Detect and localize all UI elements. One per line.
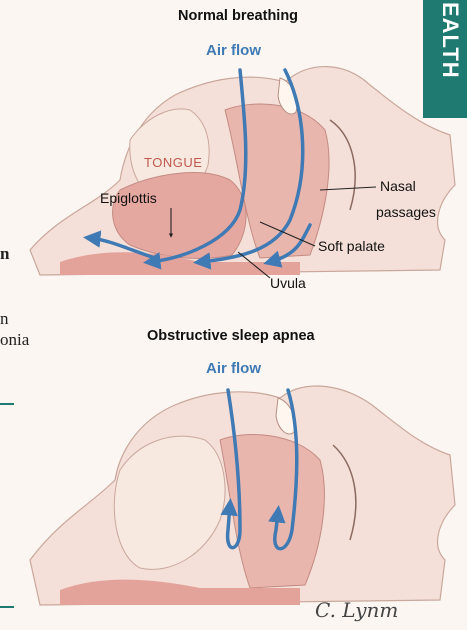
normal-breathing-heading: Normal breathing — [178, 8, 298, 24]
left-fragment-2: n — [0, 309, 9, 329]
tongue-label: TONGUE — [144, 155, 202, 170]
apnea-heading: Obstructive sleep apnea — [147, 328, 315, 344]
left-fragment-1: n — [0, 244, 9, 264]
soft-palate-label: Soft palate — [318, 238, 385, 254]
section-tab: EALTH — [423, 0, 467, 118]
normal-airflow-label: Air flow — [206, 42, 261, 59]
apnea-airflow-label: Air flow — [206, 360, 261, 377]
uvula-label: Uvula — [270, 275, 306, 291]
section-tab-text: EALTH — [427, 2, 463, 112]
left-fragment-3: onia — [0, 330, 29, 350]
apnea-head-illustration — [30, 386, 455, 605]
nasal-label-line1: Nasal — [380, 178, 416, 194]
nasal-label-line2: passages — [376, 204, 436, 220]
artist-signature: C. Lynm — [315, 598, 398, 622]
epiglottis-label: Epiglottis — [100, 190, 157, 206]
